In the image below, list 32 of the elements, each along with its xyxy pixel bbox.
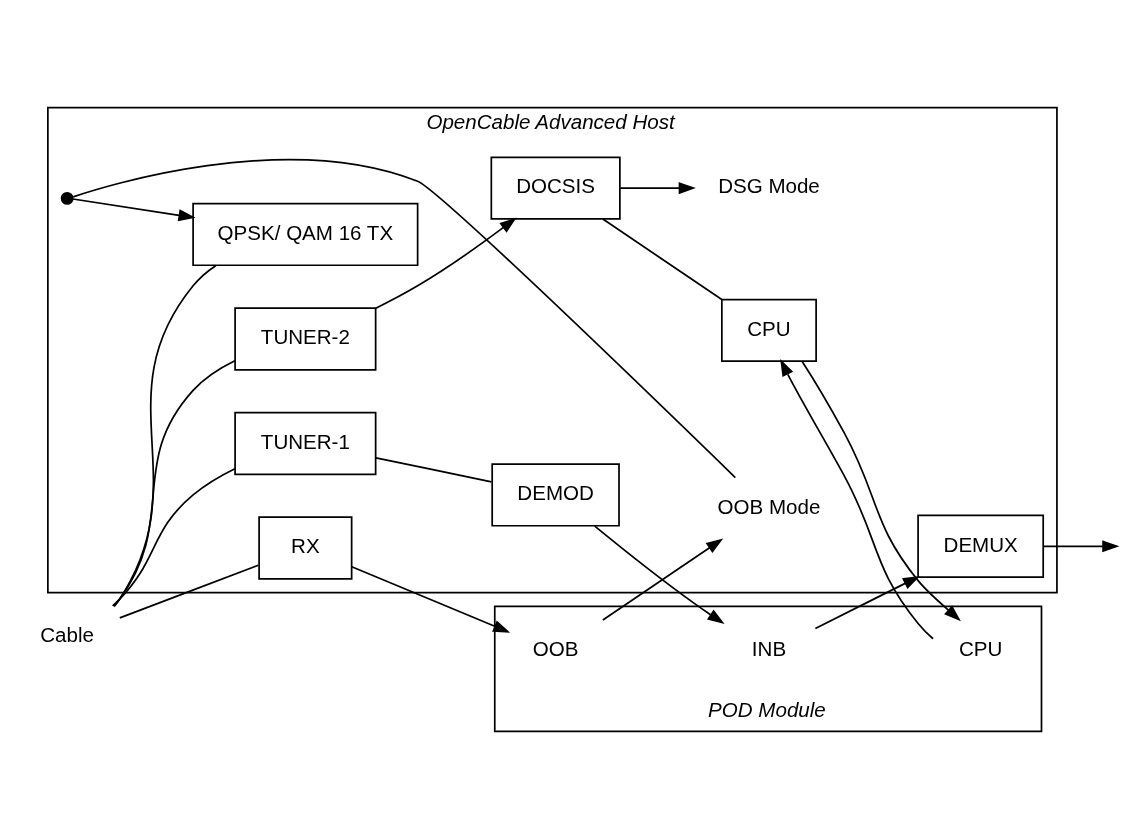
connector — [113, 359, 236, 607]
arrow — [814, 575, 921, 630]
arrow — [72, 198, 196, 222]
node-text: DSG Mode — [718, 174, 820, 198]
arrow — [593, 525, 725, 625]
node-text: Cable — [40, 623, 94, 647]
arrow — [801, 360, 961, 622]
connector — [374, 456, 493, 483]
connector — [113, 264, 217, 608]
connector — [118, 564, 260, 619]
connector — [111, 467, 236, 607]
arrow — [375, 217, 517, 310]
node-box: DEMOD — [491, 463, 620, 527]
node-box: DEMUX — [917, 514, 1045, 579]
node-box: RX — [258, 516, 353, 580]
node-circle — [60, 192, 74, 205]
connector — [72, 159, 737, 479]
node-box: CPU — [721, 298, 817, 363]
connector — [602, 218, 723, 301]
node-text: CPU — [958, 637, 1003, 661]
node-box: TUNER-1 — [234, 411, 377, 476]
arrow — [780, 359, 934, 640]
node-box: QPSK/ QAM 16 TX — [192, 202, 419, 267]
arrow — [350, 565, 511, 633]
node-text: OOB Mode — [717, 494, 821, 518]
node-box: DOCSIS — [490, 156, 621, 220]
arrow — [602, 538, 724, 621]
node-text: INB — [751, 637, 787, 661]
arrow — [619, 182, 696, 195]
node-text: OOB — [532, 637, 579, 661]
node-box: TUNER-2 — [234, 307, 377, 371]
arrow — [1042, 540, 1120, 553]
